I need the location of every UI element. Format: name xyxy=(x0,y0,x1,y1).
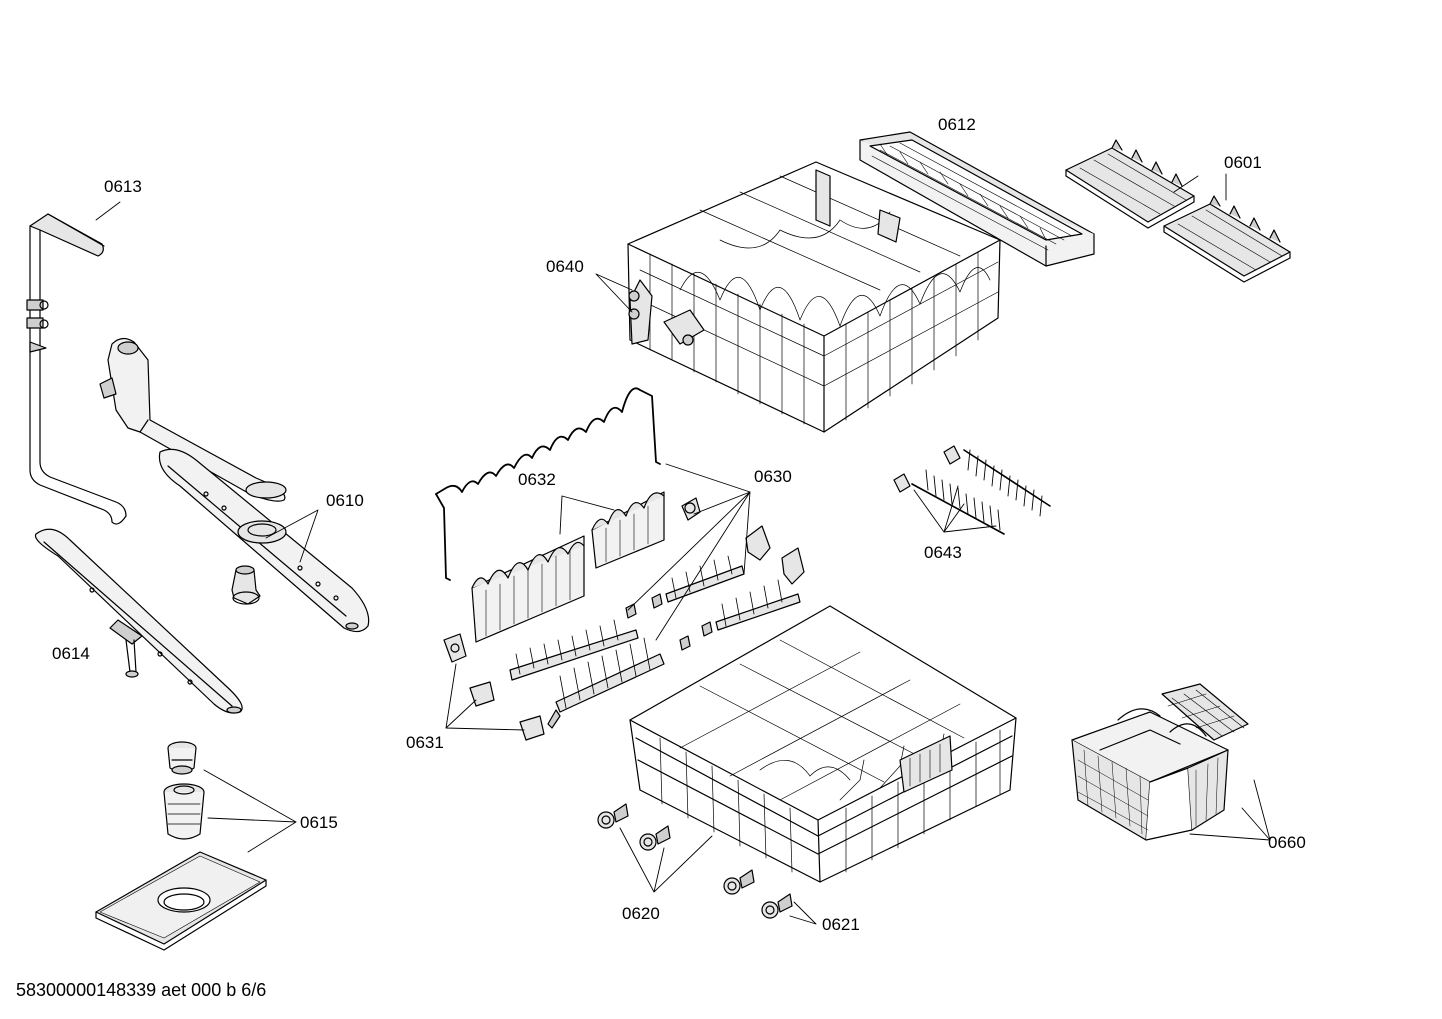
spray-arm-hub xyxy=(232,566,260,604)
callout-0632: 0632 xyxy=(518,470,556,489)
callout-0620: 0620 xyxy=(622,904,660,923)
callout-0643: 0643 xyxy=(924,543,962,562)
callout-labels: 0613 0612 0601 0640 0632 0630 0610 0643 … xyxy=(52,115,1306,934)
plate-support-right xyxy=(592,492,664,568)
callout-0613: 0613 xyxy=(104,177,142,196)
callout-0612: 0612 xyxy=(938,115,976,134)
lower-basket xyxy=(630,606,1016,882)
callout-0610: 0610 xyxy=(326,491,364,510)
cutlery-basket xyxy=(1072,684,1248,840)
cup-rack-left xyxy=(510,620,638,680)
callout-0660: 0660 xyxy=(1268,833,1306,852)
callout-0614: 0614 xyxy=(52,644,90,663)
document-id-footer: 58300000148339 aet 000 b 6/6 xyxy=(16,980,267,1000)
lower-spray-arm xyxy=(35,529,242,713)
callout-0630: 0630 xyxy=(754,467,792,486)
small-rack-1 xyxy=(1066,140,1194,228)
leader-lines xyxy=(95,173,1271,925)
lower-basket-wheels xyxy=(598,804,792,918)
tine-rows xyxy=(894,446,1050,534)
rack-clips xyxy=(626,498,804,650)
callout-0640: 0640 xyxy=(546,257,584,276)
upper-basket xyxy=(628,162,1000,432)
callout-0631: 0631 xyxy=(406,733,444,752)
callout-0601: 0601 xyxy=(1224,153,1262,172)
callout-0615: 0615 xyxy=(300,813,338,832)
rack-holder-clips xyxy=(444,634,544,740)
micro-filter xyxy=(164,784,204,839)
small-rack-2 xyxy=(1164,196,1290,282)
upper-spray-arm xyxy=(159,449,368,631)
plate-support-left xyxy=(472,536,584,642)
callout-0621: 0621 xyxy=(822,915,860,934)
wave-wire-rod xyxy=(436,388,660,580)
cutlery-tray-top xyxy=(860,132,1094,266)
upper-supply-pipe xyxy=(27,214,126,524)
spray-arm-pipe xyxy=(100,338,286,501)
coarse-filter xyxy=(168,742,196,774)
cup-rack-right-b xyxy=(716,580,800,630)
fine-filter-plate xyxy=(96,852,266,950)
cup-rack-tines xyxy=(548,638,664,728)
